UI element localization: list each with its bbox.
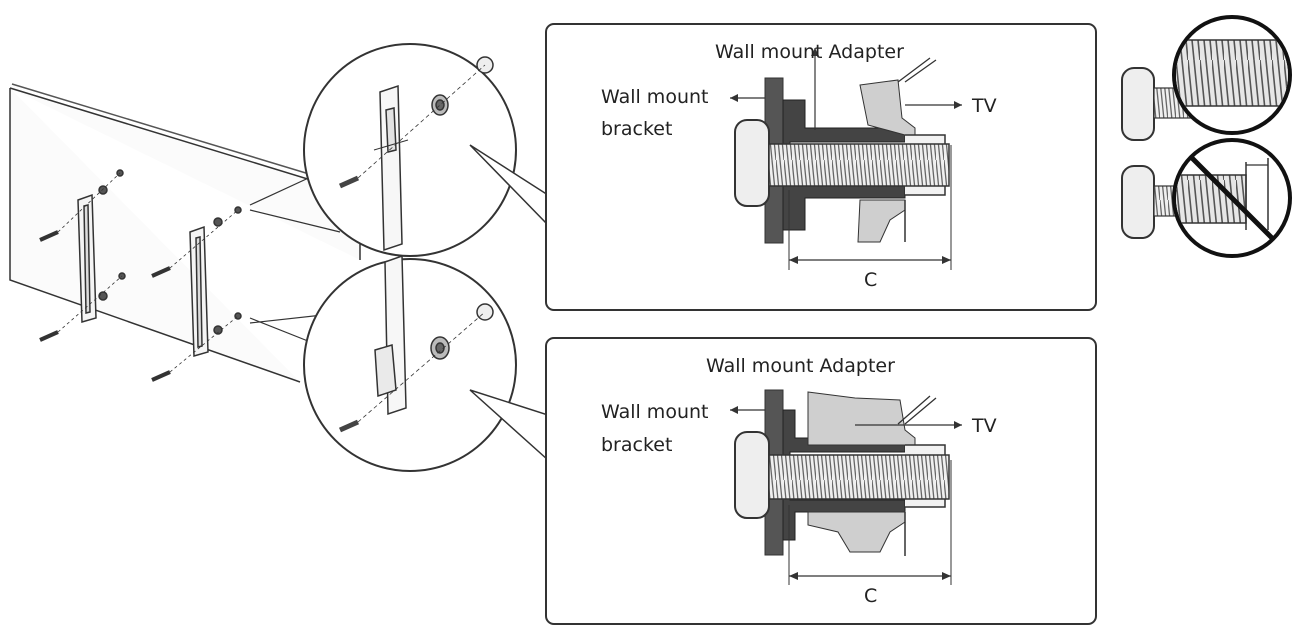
- adapter-label: Wall mount Adapter: [706, 355, 895, 377]
- wall-bracket-left: [77, 193, 97, 323]
- screw-shaft: [768, 143, 950, 187]
- detail-panel-top: Wall mount Adapter Wall mount bracket TV…: [545, 23, 1097, 311]
- tv-label: TV: [971, 415, 997, 437]
- screw-head: [734, 119, 770, 207]
- tv-housing: [807, 391, 916, 446]
- bracket-label-line1: Wall mount: [601, 86, 708, 108]
- screws-right: [151, 206, 242, 382]
- bracket-label-line2: bracket: [601, 434, 672, 456]
- bracket-label-line1: Wall mount: [601, 401, 708, 423]
- screw-head: [734, 431, 770, 519]
- zoom-circle-top: [303, 43, 517, 257]
- screws-left: [39, 169, 126, 342]
- wall-bracket-right: [189, 225, 209, 357]
- incorrect-screw-icon: [1121, 138, 1292, 258]
- detail-panel-bottom: Wall mount Adapter Wall mount bracket TV…: [545, 337, 1097, 625]
- screw-shaft: [768, 454, 950, 500]
- tv-label: TV: [971, 95, 997, 117]
- tv-housing: [859, 79, 916, 136]
- adapter-label: Wall mount Adapter: [715, 41, 904, 63]
- bracket-label-line2: bracket: [601, 118, 672, 140]
- correct-screw-icon: [1121, 15, 1292, 141]
- dimension-c-label: C: [864, 585, 877, 607]
- zoom-circle-bottom: [303, 254, 517, 472]
- dimension-c-label: C: [864, 269, 877, 291]
- tv-back-illustration: [9, 83, 363, 383]
